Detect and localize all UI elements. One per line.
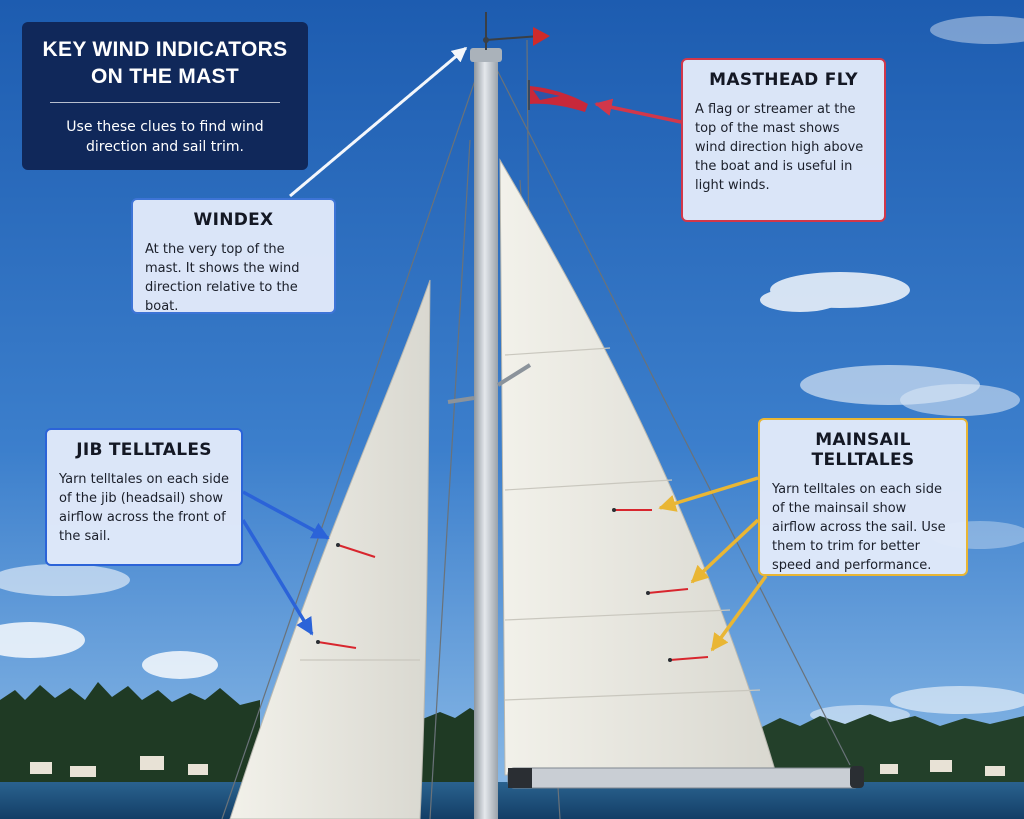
mainsail-telltales-description: Yarn telltales on each side of the mains… <box>772 482 946 573</box>
windex-callout: WINDEX At the very top of the mast. It s… <box>131 198 336 314</box>
page-title: KEY WIND INDICATORS ON THE MAST <box>42 38 288 88</box>
mast <box>474 55 498 819</box>
tree-line-right <box>420 708 490 785</box>
clouds <box>0 16 1024 725</box>
sail-seams <box>300 347 761 701</box>
mainsail-telltale-arrow-lower <box>710 574 768 652</box>
jib-telltale-arrow-lower <box>241 519 314 636</box>
windex-heading: WINDEX <box>193 210 274 230</box>
windex-icon <box>483 12 550 50</box>
title-panel: KEY WIND INDICATORS ON THE MAST Use thes… <box>22 22 308 170</box>
masthead-fly-heading: MASTHEAD FLY <box>709 70 858 90</box>
mainsail-telltales-callout: MAINSAIL TELLTALES Yarn telltales on eac… <box>758 418 968 576</box>
masthead-fly-description: A flag or streamer at the top of the mas… <box>695 102 864 193</box>
tree-line-far-right <box>760 714 1024 785</box>
page-subtitle: Use these clues to find wind direction a… <box>66 119 264 155</box>
windex-arrow <box>289 46 468 198</box>
mainsail-telltales <box>612 508 709 662</box>
jib-sail <box>229 279 431 819</box>
masthead-fly-arrow <box>594 98 682 124</box>
mainsail <box>499 158 776 776</box>
masthead-fly-callout: MASTHEAD FLY A flag or streamer at the t… <box>681 58 886 222</box>
houses <box>30 756 1005 777</box>
jib-telltales <box>316 543 376 649</box>
jib-telltales-heading: JIB TELLTALES <box>76 440 212 460</box>
masthead-fly-flag <box>528 80 588 112</box>
mainsail-telltales-heading: MAINSAIL TELLTALES <box>811 430 915 470</box>
tree-line <box>0 682 260 785</box>
mainsail-telltale-arrow-middle <box>690 518 760 584</box>
mainsail-telltale-arrow-upper <box>658 476 759 512</box>
title-divider <box>50 102 280 103</box>
windex-description: At the very top of the mast. It shows th… <box>145 242 300 314</box>
jib-telltale-arrow-upper <box>242 490 330 540</box>
jib-telltales-callout: JIB TELLTALES Yarn telltales on each sid… <box>45 428 243 566</box>
boom <box>507 767 861 789</box>
jib-telltales-description: Yarn telltales on each side of the jib (… <box>59 472 229 544</box>
